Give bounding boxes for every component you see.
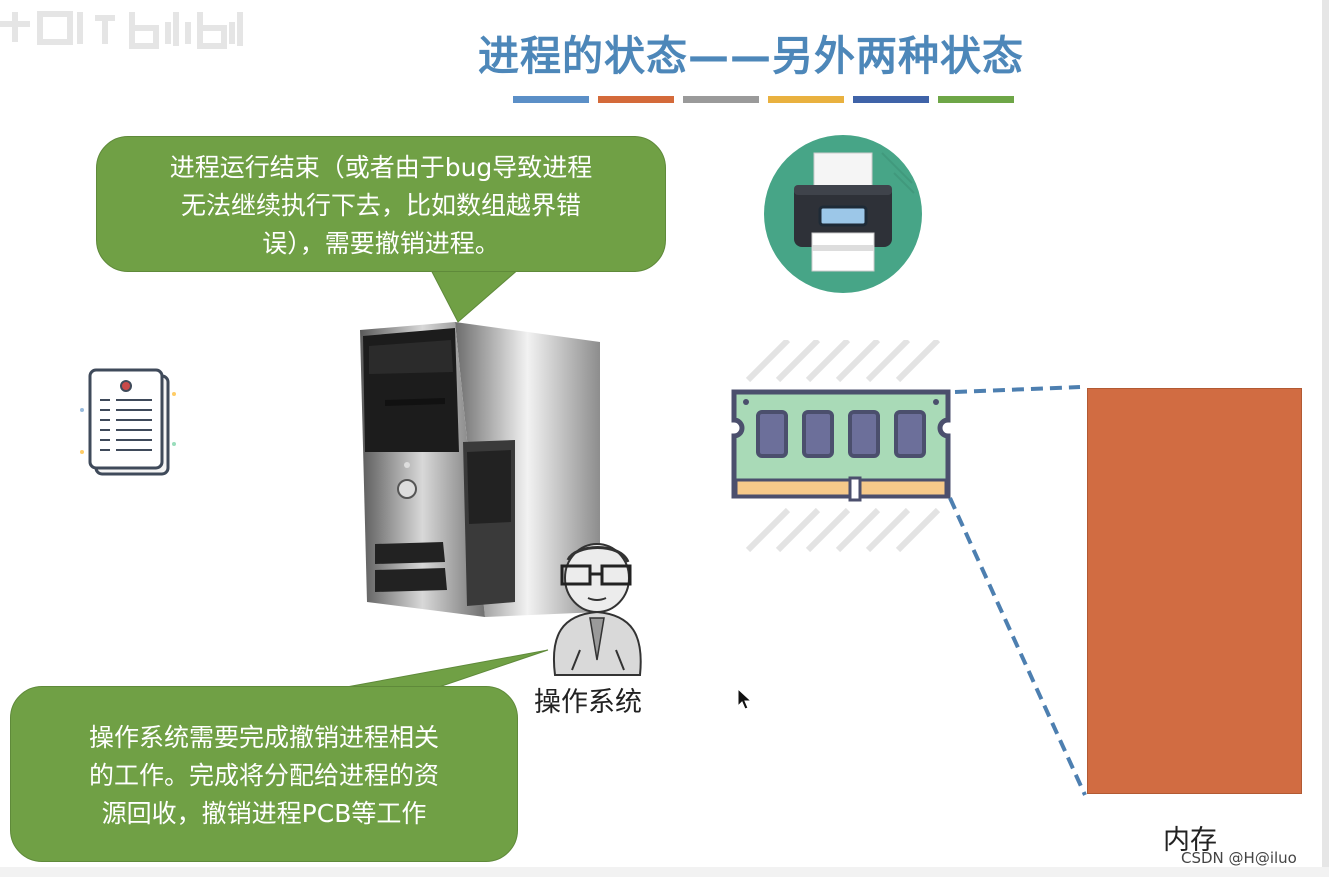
os-label: 操作系统: [534, 687, 642, 718]
divider-segment-blue: [513, 96, 589, 103]
divider-segment-green: [938, 96, 1014, 103]
slide-title: 进程的状态——另外两种状态: [478, 32, 1024, 80]
printer-icon: [764, 135, 922, 293]
computer-tower-icon: [360, 322, 600, 617]
divider-segment-navy: [853, 96, 929, 103]
person-sketch-icon: [553, 543, 642, 676]
divider-segment-gray: [683, 96, 759, 103]
bubble-line: 无法继续执行下去，比如数组越界错: [180, 191, 581, 220]
memory-label: 内存: [1163, 825, 1217, 856]
divider-segment-yellow: [768, 96, 844, 103]
color-divider: [513, 96, 1014, 103]
speech-bubble-process-end: 进程运行结束（或者由于bug导致进程 无法继续执行下去，比如数组越界错 误），需…: [96, 136, 666, 272]
bubble-line: 的工作。完成将分配给进程的资: [88, 761, 439, 790]
memory-block: [1087, 388, 1302, 794]
bubble-line: 源回收，撤销进程PCB等工作: [101, 799, 427, 828]
ram-chip-icon: [731, 340, 951, 553]
bubble-line: 操作系统需要完成撤销进程相关: [88, 723, 439, 752]
document-icon: [80, 368, 176, 476]
bubble-line: 误），需要撤销进程。: [262, 229, 500, 258]
watermark-logo: [0, 11, 243, 49]
bubble-line: 进程运行结束（或者由于bug导致进程: [169, 153, 593, 182]
window-edge: [1322, 0, 1329, 877]
credit-watermark: CSDN @H@iluo: [1181, 849, 1297, 867]
divider-segment-orange: [598, 96, 674, 103]
bottom-edge: [0, 867, 1329, 877]
mouse-cursor-icon: [737, 688, 753, 710]
speech-bubble-os-work: 操作系统需要完成撤销进程相关 的工作。完成将分配给进程的资 源回收，撤销进程PC…: [10, 686, 518, 862]
